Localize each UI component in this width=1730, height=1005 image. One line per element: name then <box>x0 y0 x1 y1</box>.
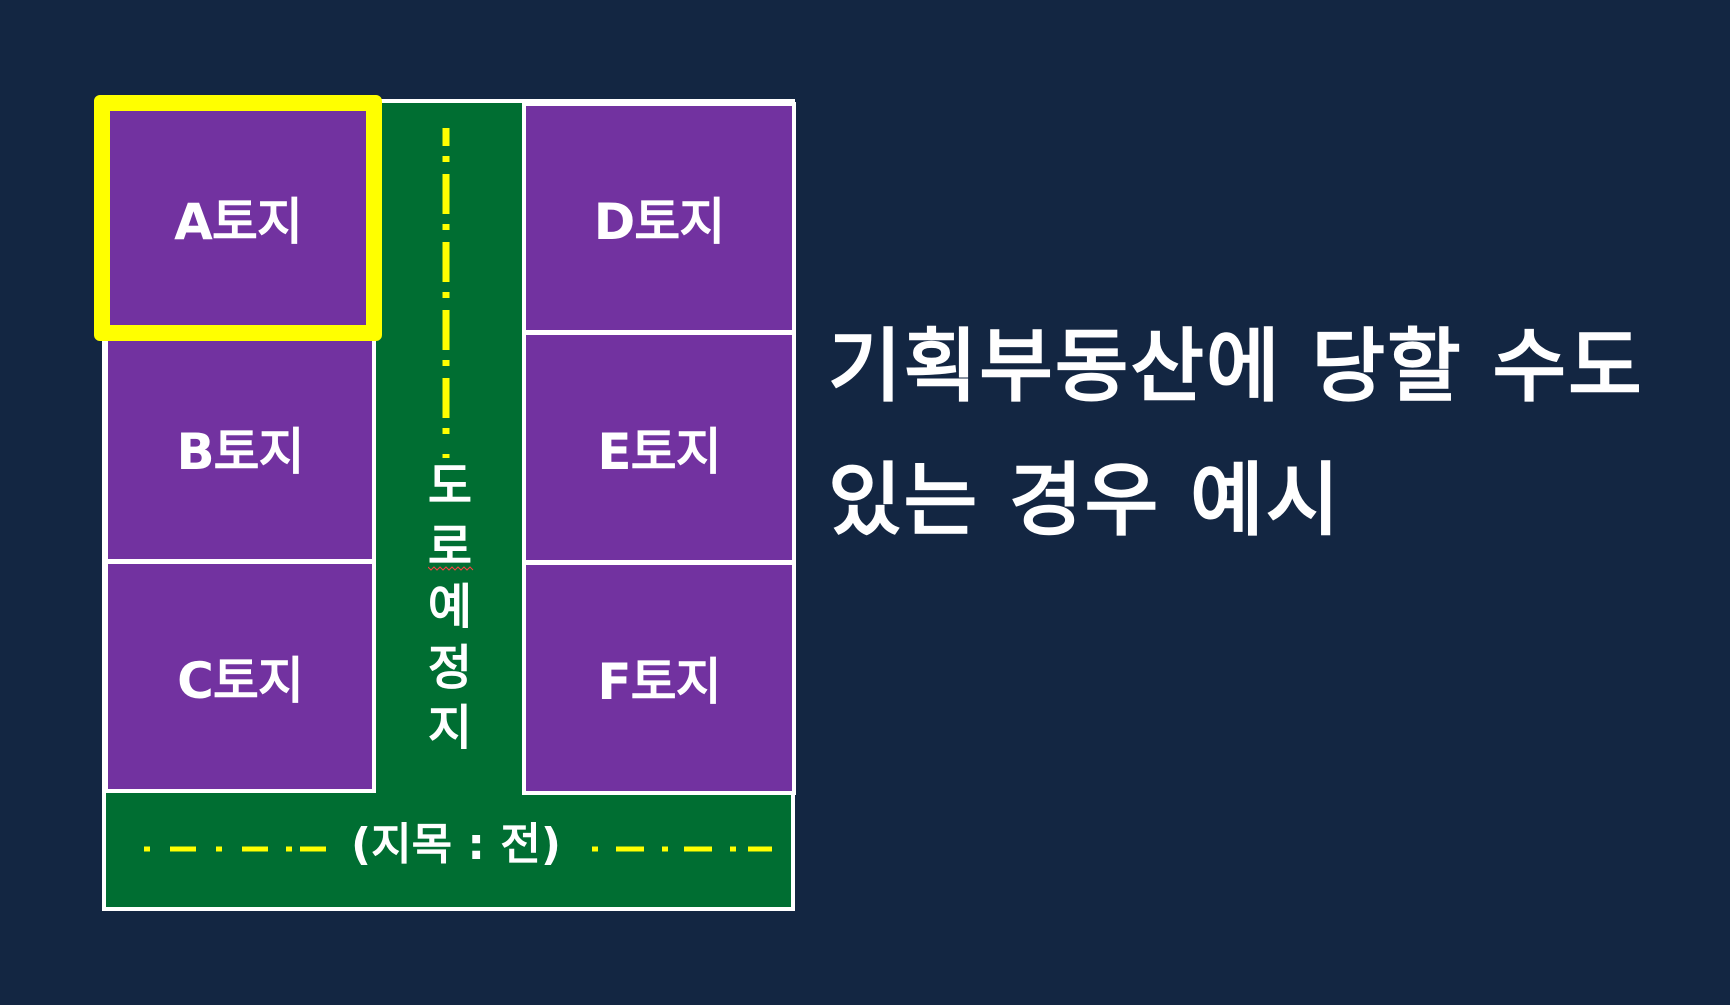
lot-f-label: F토지 <box>597 653 721 711</box>
lot-d-label: D토지 <box>593 193 726 251</box>
lot-c-label: C토지 <box>177 651 304 710</box>
caption: 기획부동산에 당할 수도 있는 경우 예시 <box>828 300 1688 568</box>
road-centerline-horizontal-left <box>144 846 326 852</box>
lot-e-label: E토지 <box>597 422 721 481</box>
lot-f: F토지 <box>522 561 796 795</box>
lot-a-highlighted: A토지 <box>94 95 382 341</box>
lot-a-label: A토지 <box>174 193 303 251</box>
road-vertical-label: 도 로 예 정 지 <box>408 462 492 752</box>
lot-b-label: B토지 <box>176 423 304 481</box>
spellcheck-underline <box>428 566 474 571</box>
road-label-char-1: 도 <box>427 458 473 514</box>
road-label-char-5: 지 <box>427 700 473 756</box>
caption-line-1: 기획부동산에 당할 수도 <box>828 320 1644 413</box>
road-centerline-vertical <box>442 128 450 458</box>
lot-b: B토지 <box>104 333 376 563</box>
road-label-char-3: 예 <box>427 579 473 635</box>
road-centerline-horizontal-right <box>592 846 772 852</box>
caption-line-2: 있는 경우 예시 <box>828 454 1342 547</box>
lot-d: D토지 <box>522 102 796 334</box>
road-label-char-4: 정 <box>427 639 473 696</box>
lot-e: E토지 <box>522 331 796 564</box>
road-horizontal-label: (지목 : 전) <box>351 819 561 870</box>
road-label-char-2: 로 <box>427 518 473 575</box>
lot-c: C토지 <box>104 560 376 793</box>
